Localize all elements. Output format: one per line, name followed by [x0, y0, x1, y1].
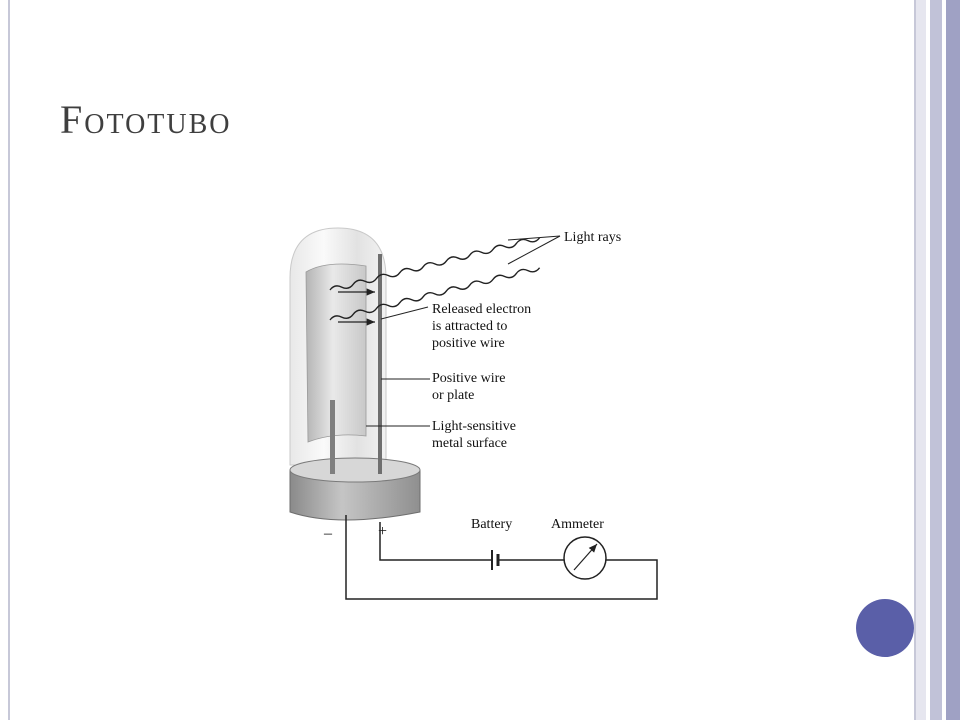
label-light-sensitive-line2: metal surface [432, 436, 507, 451]
label-released-electron-line2: is attracted to [432, 319, 507, 334]
tube-base [289, 469, 421, 521]
anode-wire [378, 254, 382, 482]
decorative-side-stripes [916, 0, 960, 720]
label-positive-wire-line2: or plate [432, 388, 474, 403]
circuit-wire-positive [379, 522, 491, 561]
phototube-diagram: Light rays Released electron is attracte… [238, 210, 708, 610]
minus-terminal-label: – [323, 525, 333, 542]
light-ray-1 [329, 237, 541, 291]
label-light-rays: Light rays [564, 230, 621, 245]
slide-frame-border [8, 0, 916, 720]
label-ammeter: Ammeter [551, 517, 604, 532]
label-light-sensitive-line1: Light-sensitive [432, 419, 516, 434]
label-released-electron-line3: positive wire [432, 336, 505, 351]
tube-base-top [289, 457, 421, 483]
accent-circle [856, 599, 914, 657]
light-ray-2 [329, 267, 541, 321]
light-sensitive-plate [305, 263, 367, 443]
cathode-rod [330, 400, 335, 482]
side-stripe-dark [946, 0, 960, 720]
circuit-wire-return [345, 515, 658, 600]
label-battery: Battery [471, 517, 512, 532]
side-stripe-mid [930, 0, 942, 720]
plus-terminal-label: + [378, 523, 387, 540]
slide-title: Fototubo [60, 97, 232, 142]
label-released-electron-line1: Released electron [432, 302, 531, 317]
ammeter-needle [573, 543, 598, 571]
label-positive-wire-line1: Positive wire [432, 371, 506, 386]
side-stripe-light [916, 0, 926, 720]
